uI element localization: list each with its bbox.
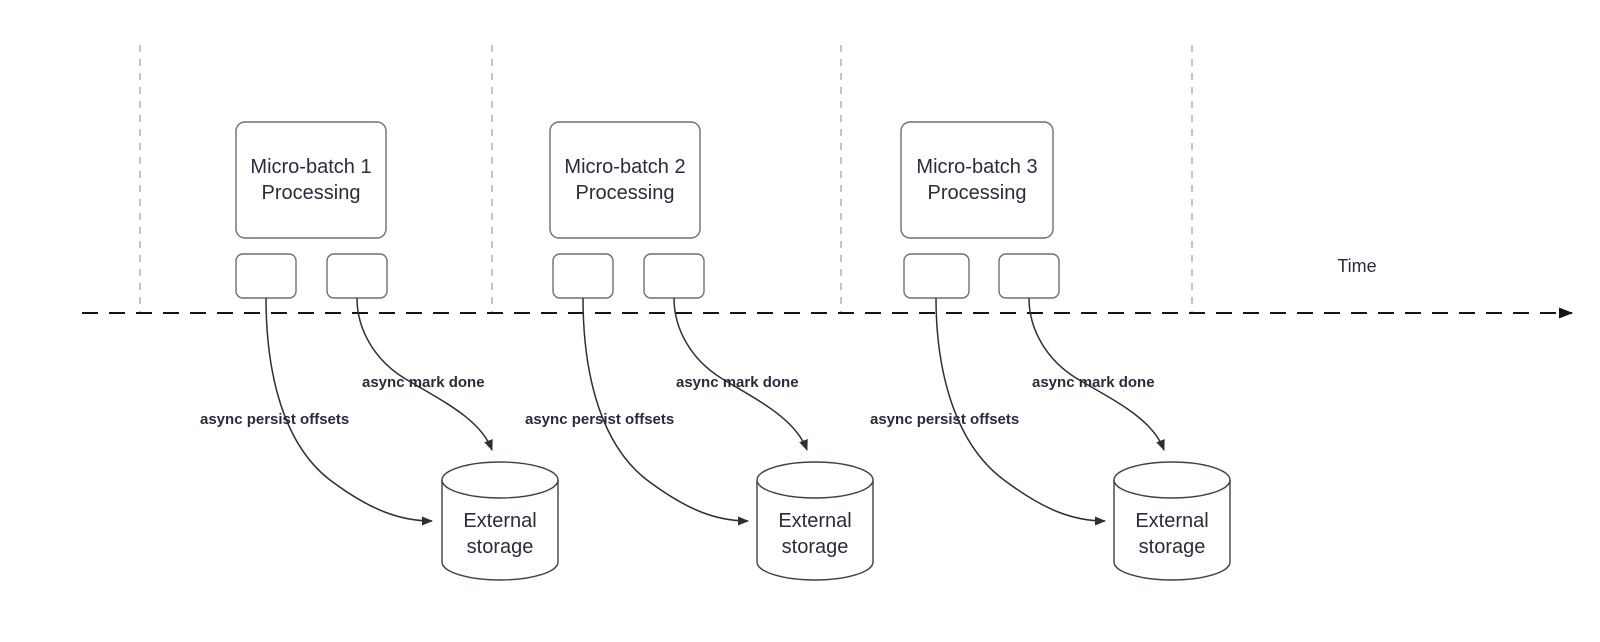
edge-async-persist-offsets-1: [265, 297, 433, 526]
task-box-offsets-3[interactable]: [903, 253, 970, 299]
external-storage-1-top: [441, 461, 559, 499]
micro-batch-2-label-line1: Micro-batch 2: [564, 156, 685, 178]
task-box-markdone-3[interactable]: [998, 253, 1060, 299]
external-storage-3-top: [1113, 461, 1231, 499]
external-storage-2-body: [756, 480, 874, 581]
edge-async-mark-done-3: [1028, 297, 1165, 451]
group-1: Micro-batch 1 Processing async persist o…: [200, 121, 559, 581]
external-storage-2-label-line1: External: [778, 510, 851, 532]
edge-async-persist-offsets-3: [935, 297, 1106, 526]
external-storage-3-label-line1: External: [1135, 510, 1208, 532]
task-box-markdone-2[interactable]: [643, 253, 705, 299]
edge-label-async-persist-offsets-3: async persist offsets: [870, 411, 1019, 428]
micro-batch-1-box[interactable]: [235, 121, 387, 239]
micro-batch-3-label-line2: Processing: [928, 182, 1027, 204]
micro-batch-1-label-line2: Processing: [262, 182, 361, 204]
external-storage-1-body: [441, 480, 559, 581]
external-storage-3[interactable]: External storage: [1113, 461, 1231, 581]
time-axis-label: Time: [1337, 256, 1376, 276]
group-2: Micro-batch 2 Processing async persist o…: [525, 121, 874, 581]
edge-async-mark-done-1: [356, 297, 493, 451]
edge-label-async-mark-done-3: async mark done: [1032, 374, 1155, 391]
micro-batch-1-label-line1: Micro-batch 1: [250, 156, 371, 178]
micro-batch-2-box[interactable]: [549, 121, 701, 239]
micro-batch-2-label-line2: Processing: [576, 182, 675, 204]
external-storage-1[interactable]: External storage: [441, 461, 559, 581]
external-storage-1-label-line2: storage: [467, 536, 534, 558]
edge-label-async-mark-done-1: async mark done: [362, 374, 485, 391]
batch-boundaries: [139, 45, 1193, 313]
task-box-markdone-1[interactable]: [326, 253, 388, 299]
edge-label-async-persist-offsets-1: async persist offsets: [200, 411, 349, 428]
external-storage-2[interactable]: External storage: [756, 461, 874, 581]
external-storage-3-label-line2: storage: [1139, 536, 1206, 558]
edge-label-async-persist-offsets-2: async persist offsets: [525, 411, 674, 428]
external-storage-2-top: [756, 461, 874, 499]
micro-batch-3-box[interactable]: [900, 121, 1054, 239]
edge-label-async-mark-done-2: async mark done: [676, 374, 799, 391]
edge-async-persist-offsets-2: [582, 297, 749, 526]
task-box-offsets-1[interactable]: [235, 253, 297, 299]
edge-async-mark-done-2: [673, 297, 808, 451]
time-axis: Time: [82, 256, 1573, 319]
external-storage-1-label-line1: External: [463, 510, 536, 532]
external-storage-3-body: [1113, 480, 1231, 581]
micro-batch-3-label-line1: Micro-batch 3: [916, 156, 1037, 178]
task-box-offsets-2[interactable]: [552, 253, 614, 299]
external-storage-2-label-line2: storage: [782, 536, 849, 558]
group-3: Micro-batch 3 Processing async persist o…: [870, 121, 1231, 581]
